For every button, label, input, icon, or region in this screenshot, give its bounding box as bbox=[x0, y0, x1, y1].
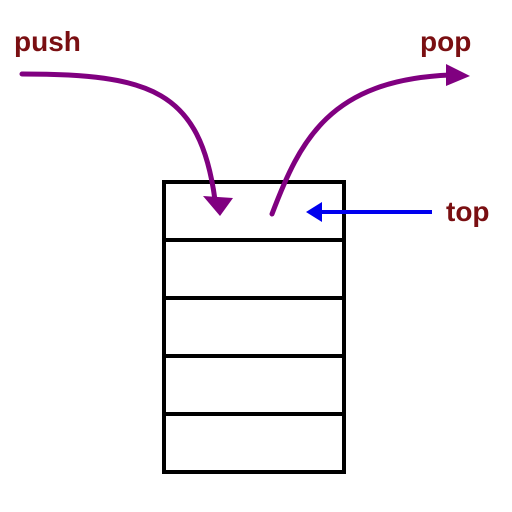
top-arrowhead bbox=[306, 202, 322, 222]
push-arrowhead bbox=[203, 196, 233, 216]
pop-arrowhead bbox=[446, 64, 470, 86]
push-label: push bbox=[14, 26, 81, 57]
pop-arrow-curve bbox=[269, 72, 453, 217]
pop-label: pop bbox=[420, 26, 472, 57]
stack-outline bbox=[162, 180, 346, 474]
top-label: top bbox=[446, 196, 490, 227]
push-arrow-curve bbox=[19, 71, 218, 203]
